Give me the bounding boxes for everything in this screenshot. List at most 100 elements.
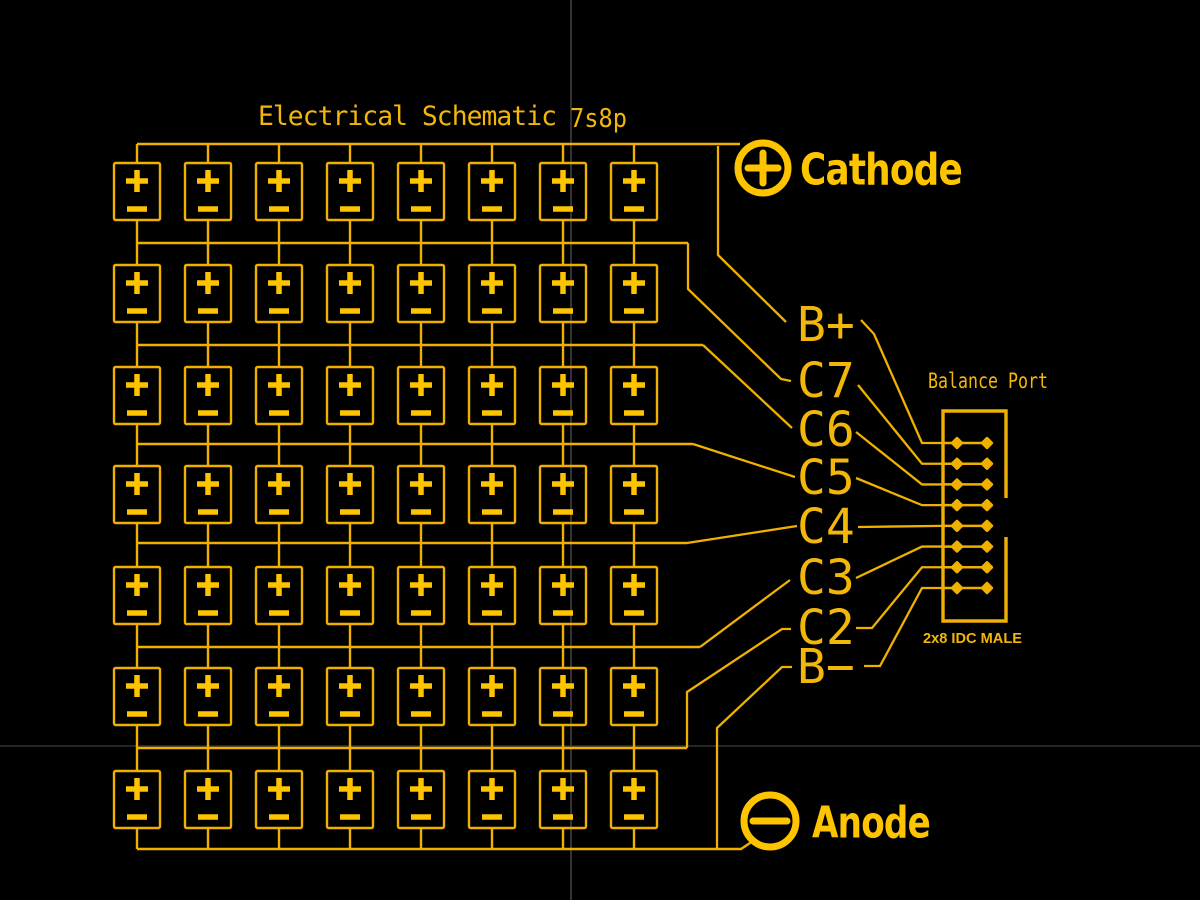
battery-cell [183, 769, 233, 830]
cell-outline [254, 464, 304, 525]
connector-pad [950, 561, 964, 574]
balance-port: Balance Port 2x8 IDC MALE [923, 369, 1048, 647]
battery-cell [609, 464, 659, 525]
battery-cell [396, 565, 446, 626]
battery-cell [183, 666, 233, 727]
cell-outline [467, 666, 517, 727]
battery-cell [254, 365, 304, 426]
battery-cell [396, 666, 446, 727]
cell-outline [396, 263, 446, 324]
battery-cell [396, 464, 446, 525]
cell-outline [183, 161, 233, 222]
cell-outline [112, 365, 162, 426]
connector-pad [950, 478, 964, 491]
battery-cell [396, 263, 446, 324]
balance-trace [857, 524, 944, 529]
battery-cell [538, 365, 588, 426]
battery-cell [467, 464, 517, 525]
connector-pad [980, 436, 994, 450]
balance-trace [864, 586, 943, 668]
battery-cell [396, 769, 446, 830]
cell-outline [325, 464, 375, 525]
cell-outline [467, 565, 517, 626]
cell-outline [254, 565, 304, 626]
battery-cell [112, 666, 162, 727]
balance-label: B− [797, 639, 855, 695]
balance-label: C5 [797, 450, 855, 506]
battery-cell [538, 666, 588, 727]
battery-cell [183, 263, 233, 324]
cell-outline [396, 666, 446, 727]
battery-cell [325, 769, 375, 830]
wiring-layer [135, 142, 944, 851]
pack-config-label: 7s8p [570, 104, 627, 134]
balance-trace [702, 344, 793, 429]
anode-terminal: Anode [740, 791, 931, 851]
battery-cell [325, 666, 375, 727]
balance-trace [699, 579, 791, 648]
connector-pad [950, 519, 964, 533]
balance-trace [855, 476, 943, 507]
cell-outline [467, 161, 517, 222]
connector-pad [980, 519, 994, 533]
cell-outline [396, 769, 446, 830]
cell-outline [396, 365, 446, 426]
balance-label: C7 [797, 353, 855, 409]
cell-outline [538, 769, 588, 830]
cell-outline [396, 565, 446, 626]
cell-outline [183, 365, 233, 426]
connector-pad [980, 540, 994, 553]
battery-cell [609, 161, 659, 222]
balance-trace [715, 665, 792, 849]
battery-cell [112, 263, 162, 324]
cell-outline [325, 365, 375, 426]
balance-trace [857, 384, 943, 465]
battery-cell [467, 263, 517, 324]
connector-pad [980, 457, 994, 470]
negative-bus [137, 840, 754, 851]
battery-cell [538, 565, 588, 626]
connector-pad [950, 498, 964, 512]
balance-trace [855, 431, 943, 486]
balance-label: C6 [797, 402, 855, 458]
connector-outline [941, 409, 1008, 623]
balance-trace [855, 545, 943, 580]
cell-outline [609, 263, 659, 324]
balance-label: C3 [797, 550, 855, 606]
cell-outline [183, 565, 233, 626]
cathode-label: Cathode [800, 145, 962, 196]
battery-grid [112, 161, 659, 830]
cell-outline [538, 464, 588, 525]
battery-cell [112, 769, 162, 830]
cell-outline [538, 161, 588, 222]
battery-cell [467, 666, 517, 727]
cell-outline [609, 769, 659, 830]
cell-outline [183, 464, 233, 525]
battery-cell [254, 464, 304, 525]
battery-cell [396, 365, 446, 426]
cell-outline [538, 263, 588, 324]
battery-cell [538, 161, 588, 222]
cell-outline [609, 365, 659, 426]
cell-outline [609, 666, 659, 727]
connector-pad [980, 478, 994, 491]
page-title: Electrical Schematic [258, 101, 556, 132]
cell-outline [325, 161, 375, 222]
cell-outline [325, 263, 375, 324]
battery-cell [325, 365, 375, 426]
battery-cell [254, 666, 304, 727]
battery-cell [609, 666, 659, 727]
connector-pad [950, 436, 964, 450]
cell-outline [112, 565, 162, 626]
cell-outline [538, 666, 588, 727]
connector-pad [980, 561, 994, 574]
battery-cell [609, 365, 659, 426]
cell-outline [254, 769, 304, 830]
cell-outline [254, 666, 304, 727]
battery-cell [112, 565, 162, 626]
battery-cell [183, 464, 233, 525]
balance-trace [856, 566, 943, 630]
minus-circle-icon [740, 791, 800, 851]
